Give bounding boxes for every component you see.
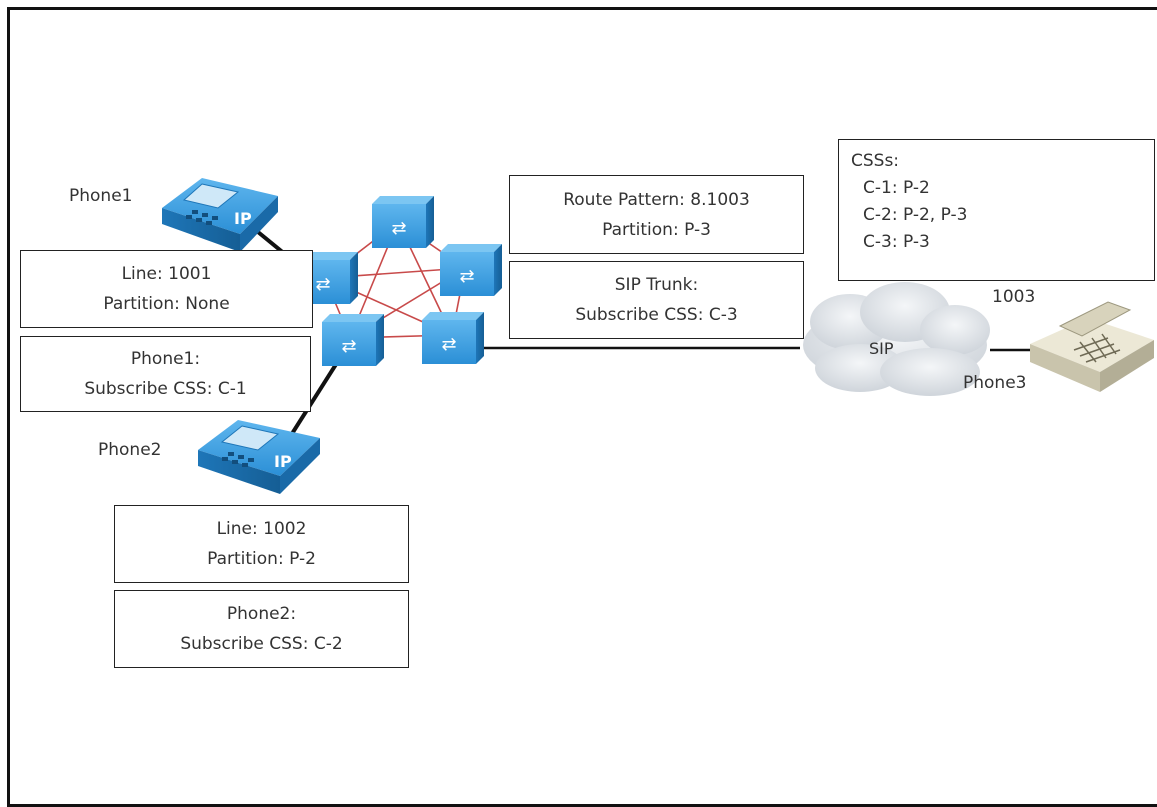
server-glyph-icon: ⇄	[341, 336, 356, 357]
phone2-line-number: Line: 1002	[216, 519, 307, 539]
cucm-server-5: ⇄	[422, 312, 484, 364]
phone1-line-box: Line: 1001 Partition: None	[20, 250, 313, 328]
analog-phone-icon	[1030, 301, 1154, 392]
phone1-css-box: Phone1: Subscribe CSS: C-1	[20, 336, 311, 412]
phone1-css-title: Phone1:	[130, 349, 201, 369]
phone1-label: Phone1	[69, 186, 133, 206]
svg-text:IP: IP	[234, 209, 252, 228]
css-list-title: CSSs:	[851, 151, 900, 171]
cucm-server-1: ⇄	[372, 196, 434, 248]
route-pattern-partition: Partition: P-3	[602, 219, 711, 240]
css-list-box: CSSs: C-1: P-2 C-2: P-2, P-3 C-3: P-3	[838, 139, 1155, 281]
server-glyph-icon: ⇄	[459, 266, 474, 287]
cucm-server-4: ⇄	[322, 314, 384, 366]
phone2-css-box: Phone2: Subscribe CSS: C-2	[114, 590, 409, 668]
link-phone2-cluster	[286, 356, 342, 442]
server-glyph-icon: ⇄	[391, 218, 406, 239]
svg-text:IP: IP	[274, 452, 292, 471]
css-list-item: C-1: P-2	[863, 178, 930, 198]
phone2-line-box: Line: 1002 Partition: P-2	[114, 505, 409, 583]
phone2-line-partition: Partition: P-2	[207, 549, 316, 569]
phone1-line-partition: Partition: None	[103, 294, 230, 314]
server-glyph-icon: ⇄	[315, 274, 330, 295]
sip-trunk-title: SIP Trunk:	[614, 275, 699, 295]
ip-phone-icon: IP	[162, 178, 278, 252]
phone1-line-number: Line: 1001	[121, 264, 212, 284]
server-glyph-icon: ⇄	[441, 334, 456, 355]
phone2-css-title: Phone2:	[226, 604, 297, 624]
css-list-item: C-3: P-3	[863, 232, 930, 252]
phone2-css-value: Subscribe CSS: C-2	[180, 634, 343, 654]
phone3-label: Phone3	[963, 373, 1027, 393]
css-list-item: C-2: P-2, P-3	[863, 205, 968, 225]
sip-trunk-box: SIP Trunk: Subscribe CSS: C-3	[509, 261, 804, 339]
sip-cloud-label: SIP	[869, 339, 894, 358]
phone3-number: 1003	[992, 287, 1036, 307]
ip-phone-icon: IP	[198, 420, 320, 494]
phone1-css-value: Subscribe CSS: C-1	[84, 379, 247, 399]
sip-cloud-icon	[803, 282, 990, 396]
route-pattern-value: Route Pattern: 8.1003	[563, 189, 750, 210]
phone2-label: Phone2	[98, 440, 162, 460]
route-pattern-box: Route Pattern: 8.1003 Partition: P-3	[509, 175, 804, 254]
cucm-server-3: ⇄	[440, 244, 502, 296]
sip-trunk-css: Subscribe CSS: C-3	[575, 305, 738, 325]
